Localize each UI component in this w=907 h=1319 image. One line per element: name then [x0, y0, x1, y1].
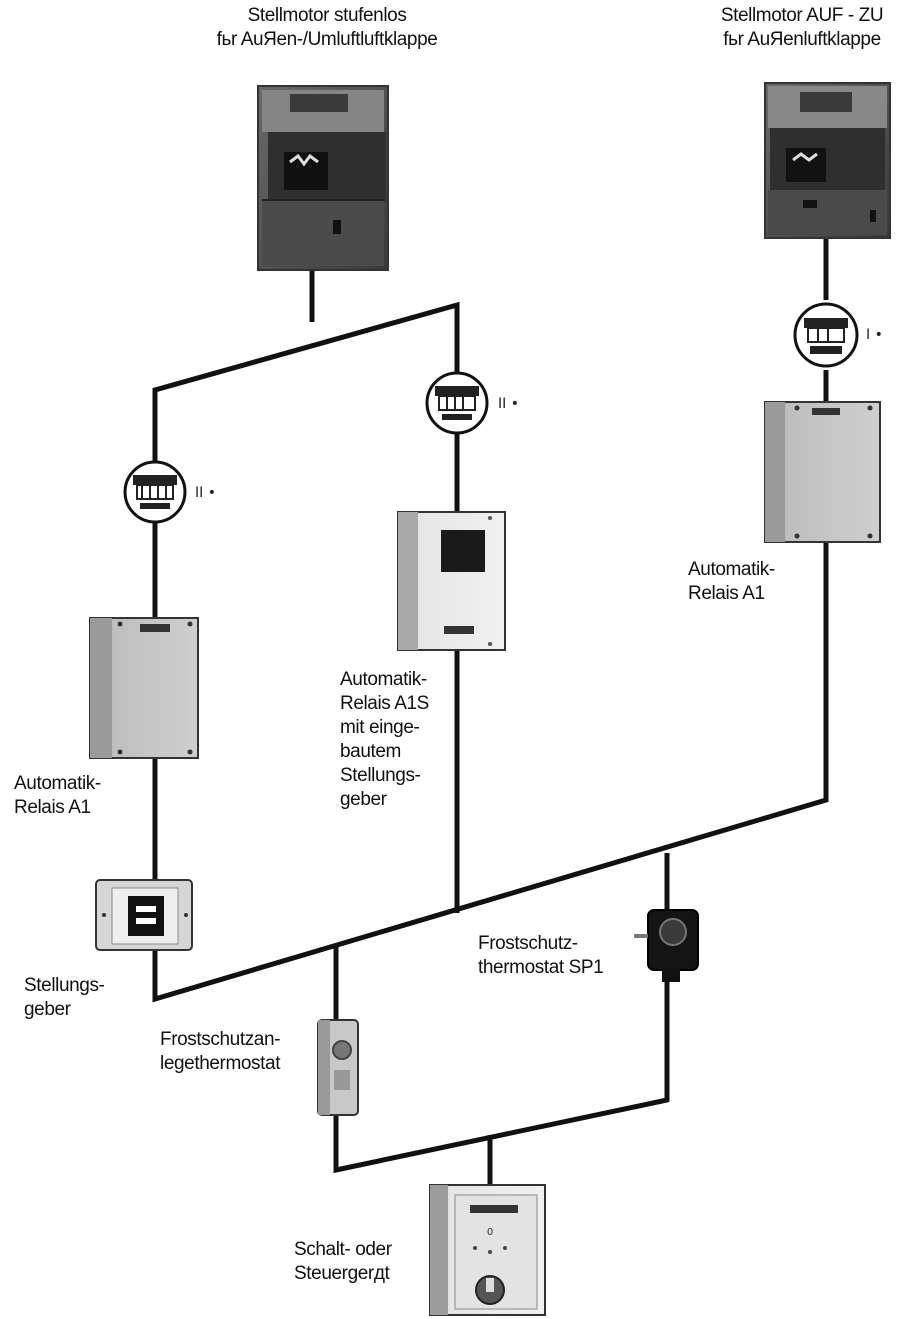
relais-a1s-device — [397, 511, 506, 651]
label-line: Relais A1S — [340, 693, 429, 714]
label-line: bautem — [340, 741, 401, 762]
label-line: Stellungs- — [24, 975, 105, 996]
connector-plug-right — [793, 302, 859, 368]
wire-lower-diagonal — [152, 542, 829, 1003]
label-stellungsgeber: Stellungs- geber — [24, 974, 105, 1022]
label-line: geber — [24, 999, 71, 1020]
label-line: fьr AuЯen-/Umluftluftklappe — [216, 29, 438, 50]
label-line: Frostschutzan- — [160, 1029, 281, 1050]
label-line: Automatik- — [14, 773, 101, 794]
label-frostschutzanlege: Frostschutzan- legethermostat — [160, 1028, 280, 1076]
label-line: fьr AuЯenluftklappe — [723, 29, 881, 50]
label-frostschutz-sp1: Frostschutz- thermostat SP1 — [478, 932, 604, 980]
label-line: Automatik- — [340, 669, 427, 690]
label-line: legethermostat — [160, 1053, 281, 1074]
stellungsgeber-device — [95, 879, 193, 951]
label-line: Frostschutz- — [478, 933, 578, 954]
steuergeraet-device: 0 — [429, 1184, 546, 1316]
label-line: Stellmotor stufenlos — [247, 5, 407, 26]
wire-network — [152, 238, 829, 1185]
frostschutz-sp1-device — [634, 909, 699, 982]
stellmotor-stufenlos-device — [257, 85, 389, 271]
wire-upper-diagonal — [152, 301, 460, 395]
svg-text:0: 0 — [487, 1227, 493, 1238]
wire-bottom-loop — [333, 960, 670, 1174]
connector-mark-middle: II • — [498, 396, 519, 412]
label-line: Relais A1 — [14, 797, 91, 818]
label-line: Stellmotor AUF - ZU — [720, 5, 884, 26]
label-line: thermostat SP1 — [478, 957, 604, 978]
connector-plug-left — [123, 460, 187, 524]
frostschutzanlege-device — [317, 1019, 359, 1116]
label-line: geber — [340, 789, 387, 810]
label-relais-a1-right: Automatik- Relais A1 — [688, 558, 775, 606]
stellmotor-auf-zu-device — [764, 82, 891, 239]
label-relais-a1s: Automatik- Relais A1S mit einge- bautem … — [340, 668, 429, 812]
label-line: Relais A1 — [688, 583, 765, 604]
label-stellmotor-auf-zu: Stellmotor AUF - ZU fьr AuЯenluftklappe — [697, 4, 907, 52]
label-line: Schalt- oder — [294, 1239, 392, 1260]
label-line: Stellungs- — [340, 765, 421, 786]
relais-a1-left-device — [89, 617, 199, 759]
label-line: mit einge- — [340, 717, 420, 738]
relais-a1-right-device — [764, 401, 881, 543]
connector-mark-left: II • — [195, 485, 216, 501]
label-stellmotor-stufenlos: Stellmotor stufenlos fьr AuЯen-/Umluftlu… — [172, 4, 482, 52]
label-line: Automatik- — [688, 559, 775, 580]
label-line: Steuergerдt — [294, 1263, 390, 1284]
connector-mark-right: I • — [866, 327, 883, 343]
label-steuergeraet: Schalt- oder Steuergerдt — [294, 1238, 392, 1286]
connector-plug-middle — [425, 371, 489, 435]
label-relais-a1-left: Automatik- Relais A1 — [14, 772, 101, 820]
